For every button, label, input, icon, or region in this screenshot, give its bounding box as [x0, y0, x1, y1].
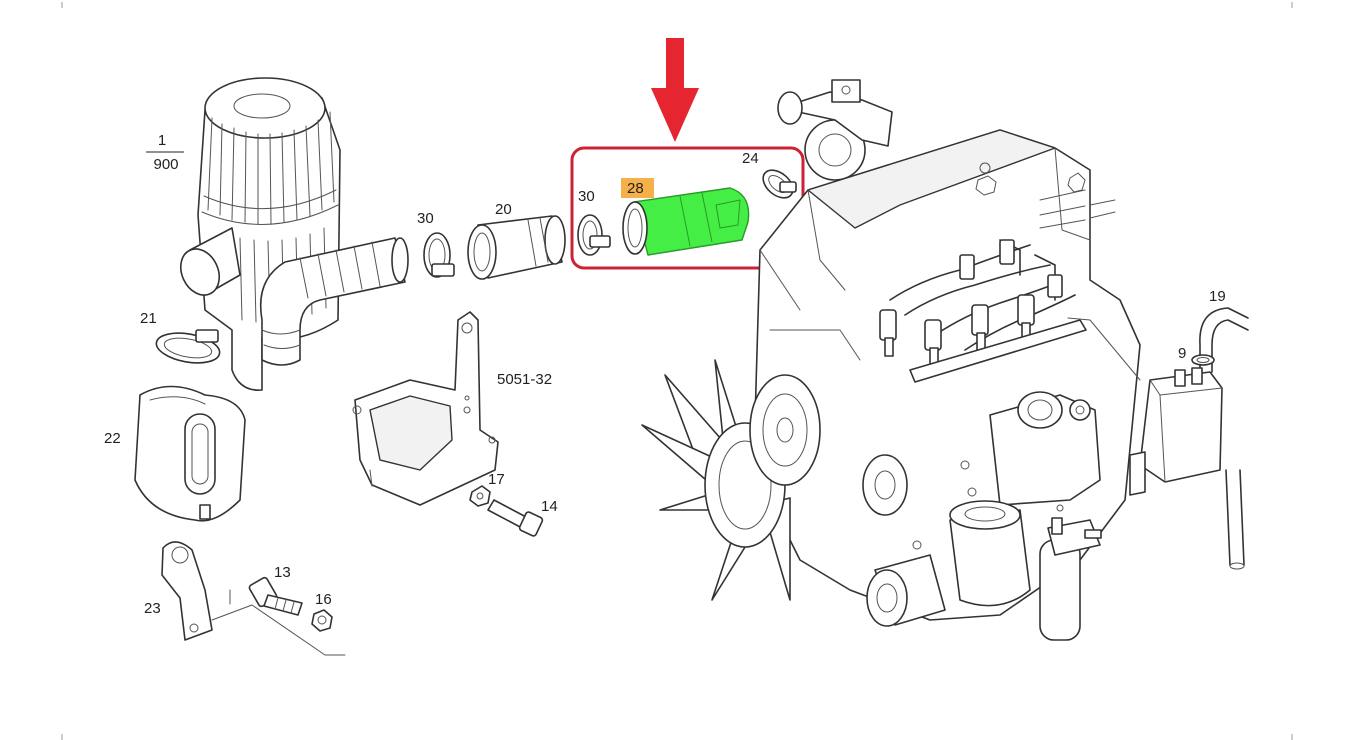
hose-clamp-9[interactable]	[1191, 354, 1215, 366]
air-filter-housing[interactable]	[174, 77, 409, 391]
label-22: 22	[104, 430, 121, 447]
label-19: 19	[1209, 288, 1226, 305]
corner-marks	[61, 2, 1293, 740]
label-1-denominator: 900	[153, 156, 178, 173]
label-14: 14	[541, 498, 558, 515]
bolt-13[interactable]	[248, 576, 303, 616]
label-20: 20	[495, 201, 512, 218]
label-13: 13	[274, 564, 291, 581]
label-24: 24	[742, 150, 759, 167]
label-21: 21	[140, 310, 157, 327]
label-1-numerator: 1	[158, 132, 166, 149]
hose-clamp-24[interactable]	[758, 165, 798, 204]
bolt-14[interactable]	[487, 499, 544, 537]
label-17: 17	[488, 471, 505, 488]
oil-separator[interactable]	[1129, 367, 1223, 496]
hose-clamp-30-left[interactable]	[423, 232, 455, 278]
pointer-arrow	[651, 38, 699, 142]
bracket-5051-32[interactable]	[352, 311, 499, 506]
label-9: 9	[1178, 345, 1186, 362]
starter-motor	[866, 540, 946, 627]
injectors	[879, 239, 1063, 367]
hose-clamp-21[interactable]	[154, 329, 222, 368]
intake-pipe-20[interactable]	[467, 215, 566, 280]
label-28-highlight	[621, 178, 654, 198]
crank-pulley	[749, 374, 821, 486]
leader-oil-separator	[1067, 317, 1141, 381]
oil-filter	[949, 500, 1031, 607]
cooling-fan	[641, 359, 791, 601]
label-30-right: 30	[578, 188, 595, 205]
label-30-left: 30	[417, 210, 434, 227]
mounting-bracket-23[interactable]	[161, 541, 213, 641]
fuel-filter	[1039, 517, 1102, 641]
intake-hose-28-highlighted[interactable]	[622, 187, 750, 256]
breather-hose-19[interactable]	[1199, 307, 1249, 570]
nut-16[interactable]	[311, 609, 333, 632]
engine-assembly[interactable]	[641, 79, 1141, 641]
hose-clamp-30-right[interactable]	[577, 214, 611, 256]
label-5051-32: 5051-32	[497, 371, 552, 388]
label-23: 23	[144, 600, 161, 617]
label-16: 16	[315, 591, 332, 608]
turbocharger	[777, 79, 893, 181]
nut-17[interactable]	[469, 485, 491, 507]
dust-valve-22[interactable]	[134, 385, 246, 522]
label-28: 28	[627, 180, 644, 197]
leader-23	[211, 604, 346, 656]
